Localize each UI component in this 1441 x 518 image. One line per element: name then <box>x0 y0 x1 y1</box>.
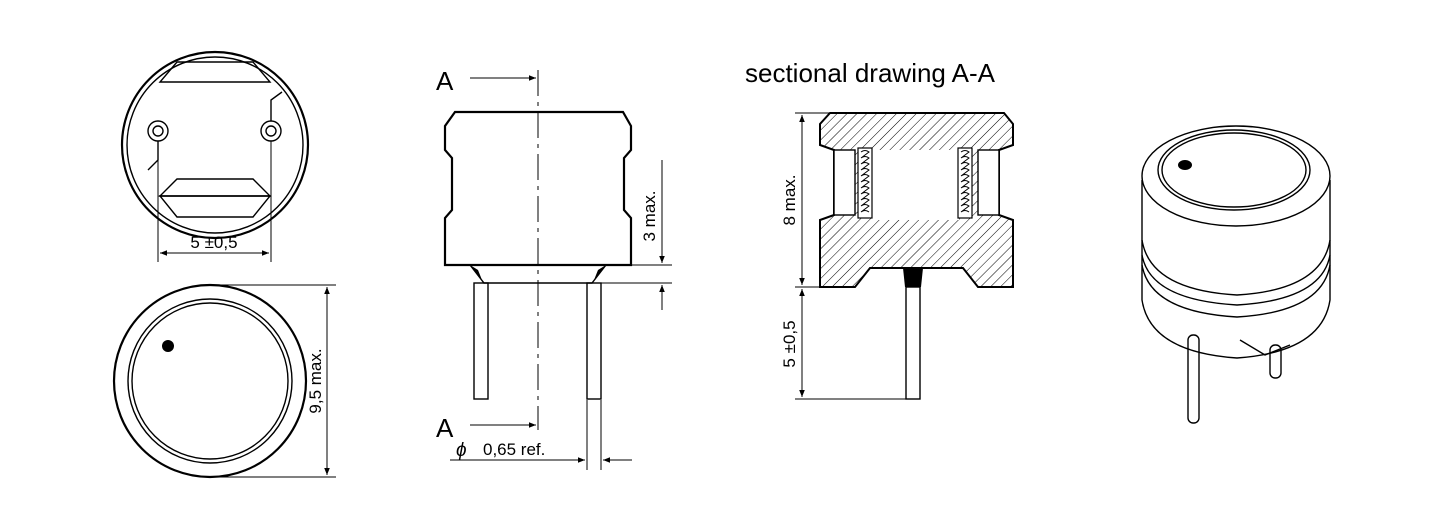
polarity-dot <box>162 340 174 352</box>
iso-pin-right <box>1269 344 1282 379</box>
section-title: sectional drawing A-A <box>745 58 996 88</box>
lower-pad <box>158 195 272 218</box>
pin-diameter-label: 0,65 ref. <box>483 440 545 459</box>
diameter-symbol: ϕ <box>456 440 467 461</box>
iso-polarity-dot <box>1178 160 1192 170</box>
pin-spacing-label: 5 ±0,5 <box>190 233 237 252</box>
terminal-right <box>260 120 282 142</box>
section-pin <box>905 286 921 400</box>
iso-pin-left <box>1187 334 1200 424</box>
sectional-view: 8 max. 5 ±0,5 <box>780 112 1014 400</box>
body-height-label: 8 max. <box>780 174 799 225</box>
pin-left <box>473 282 489 400</box>
terminal-left <box>147 120 169 142</box>
standoff-label: 3 max. <box>640 190 659 241</box>
diameter-label: 9,5 max. <box>306 348 325 413</box>
side-view: A A 3 max. ϕ 0,65 ref. <box>436 66 672 470</box>
bottom-view: 5 ±0,5 <box>120 50 310 262</box>
top-view: 9,5 max. <box>112 283 336 479</box>
isometric-view <box>1141 125 1331 424</box>
winding-right <box>957 147 973 219</box>
upper-pad <box>158 61 272 83</box>
section-marker-top: A <box>436 66 454 96</box>
winding-left <box>857 147 873 219</box>
pin-right <box>586 282 602 400</box>
section-marker-bottom: A <box>436 413 454 443</box>
pin-length-label: 5 ±0,5 <box>780 320 799 367</box>
